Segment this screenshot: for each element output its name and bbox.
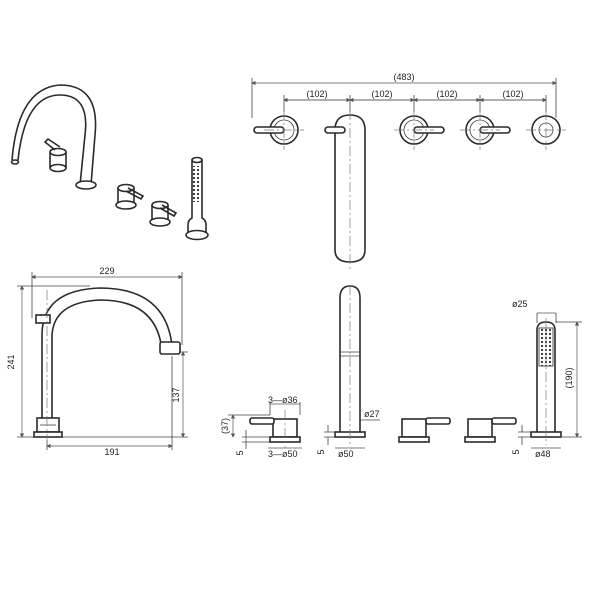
dim-spacing-2: (102)	[371, 89, 392, 99]
dim-overall-width: (483)	[393, 72, 414, 82]
valve-elevation: (37) 5 3—ø36 3—ø50	[220, 395, 517, 459]
plan-view: (483) (102) (102) (102) (102)	[251, 72, 566, 270]
dim-valve-base-thickness: 5	[235, 450, 245, 455]
dim-handshower-base-thickness: 5	[511, 449, 521, 454]
dim-spout-reach: 191	[104, 447, 119, 457]
riser-elevation: ø27 ø50 5	[316, 285, 380, 459]
dim-valve-dia-base: 3—ø50	[268, 449, 298, 459]
dim-spout-outlet-height: 137	[171, 387, 181, 402]
dim-spout-height: 241	[6, 354, 16, 369]
isometric-view	[10, 84, 209, 241]
dim-valve-height: (37)	[220, 418, 230, 434]
dim-handshower-length: (190)	[564, 367, 574, 388]
dim-spacing-1: (102)	[306, 89, 327, 99]
dim-spacing-3: (102)	[436, 89, 457, 99]
dim-spacing-4: (102)	[502, 89, 523, 99]
dim-spout-width: 229	[99, 266, 114, 276]
dim-riser-base-thickness: 5	[316, 449, 326, 454]
dim-handshower-base-dia: ø48	[535, 449, 551, 459]
dim-valve-dia-top: 3—ø36	[268, 395, 298, 405]
handshower-elevation: ø25 (190) ø48 5	[511, 299, 582, 459]
dim-riser-base-dia: ø50	[338, 449, 354, 459]
dim-handshower-dia: ø25	[512, 299, 528, 309]
spout-elevation: 229 241 137 191	[6, 266, 188, 457]
dim-riser-dia: ø27	[364, 409, 380, 419]
